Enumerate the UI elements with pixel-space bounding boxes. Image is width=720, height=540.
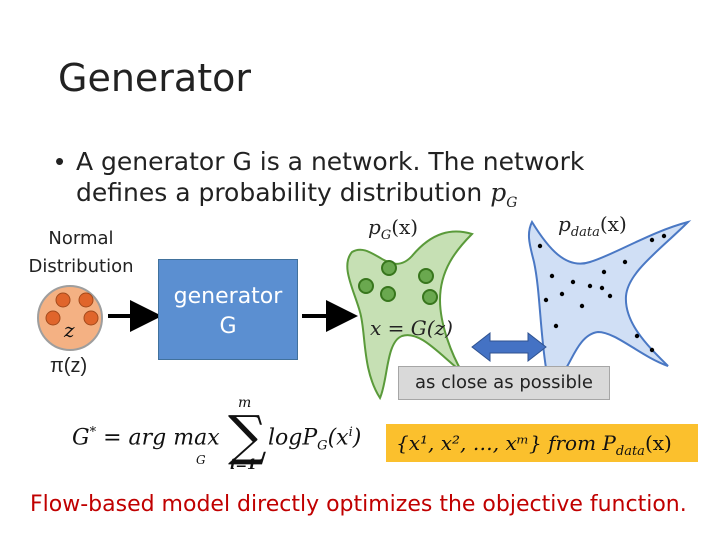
generator-box: generator G bbox=[158, 259, 298, 360]
pi-label: π(z) bbox=[50, 355, 88, 377]
samples-text: {x¹, x², …, xᵐ} from bbox=[396, 431, 597, 455]
data-points bbox=[537, 233, 667, 353]
formula-term: logPG(xi) bbox=[268, 425, 362, 454]
bullet-marker: • bbox=[55, 146, 65, 176]
sum-upper-limit: m bbox=[238, 395, 252, 411]
x-equals-g-label: x = G(z) bbox=[370, 316, 453, 340]
generator-label-line2: G bbox=[219, 314, 237, 339]
sum-lower-limit: i=1 bbox=[230, 457, 257, 473]
compare-arrow bbox=[471, 331, 547, 363]
normal-dots bbox=[45, 292, 99, 326]
generated-points bbox=[358, 260, 438, 305]
sum-symbol: ∑ bbox=[228, 404, 267, 467]
conclusion-text: Flow-based model directly optimizes the … bbox=[30, 492, 687, 517]
bullet-pg: pG bbox=[490, 178, 518, 211]
samples-pdata: Pdata(x) bbox=[602, 431, 672, 459]
normal-distribution-label: Normal Distribution bbox=[28, 228, 134, 277]
bullet-text: A generator G is a network. The network … bbox=[76, 147, 585, 207]
pg-label: pG(x) bbox=[368, 215, 419, 243]
z-label: z bbox=[64, 318, 75, 342]
argmax-subscript: G bbox=[196, 453, 206, 467]
bullet-text-container: A generator G is a network. The network … bbox=[76, 146, 676, 219]
samples-box: {x¹, x², …, xᵐ} from Pdata(x) bbox=[386, 424, 698, 462]
slide-title: Generator bbox=[58, 56, 251, 100]
generator-label-line1: generator bbox=[173, 284, 283, 309]
close-as-possible-label: as close as possible bbox=[398, 366, 610, 400]
pdata-label: pdata(x) bbox=[558, 212, 627, 240]
formula-lhs: G* = arg max bbox=[72, 425, 220, 451]
